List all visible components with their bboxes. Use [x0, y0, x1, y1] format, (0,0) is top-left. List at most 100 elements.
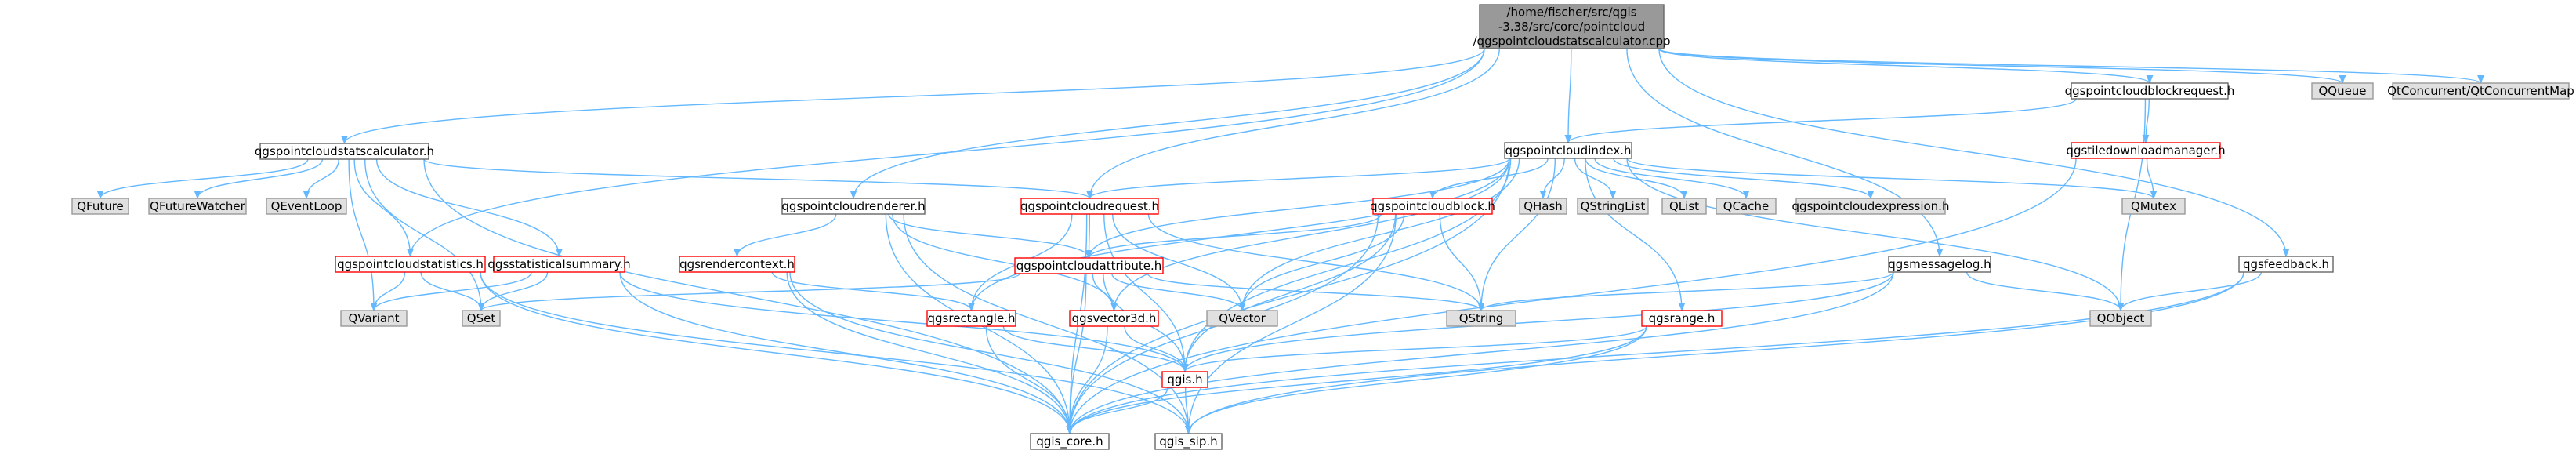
node-qtconcurrent: QtConcurrent/QtConcurrentMap — [2387, 82, 2574, 100]
edge-attribute_h-to-qstring — [1147, 273, 1485, 312]
node-renderer_h[interactable]: qgspointcloudrenderer.h — [781, 198, 926, 215]
node-qeventloop: QEventLoop — [266, 198, 347, 215]
node-feedback_h[interactable]: qgsfeedback.h — [2238, 256, 2334, 273]
node-label: qgis_core.h — [1036, 434, 1103, 449]
node-qgis_h[interactable]: qgis.h — [1161, 371, 1208, 388]
node-range_h[interactable]: qgsrange.h — [1641, 310, 1723, 327]
node-box — [148, 198, 247, 215]
node-box — [2071, 82, 2229, 100]
node-box — [335, 256, 486, 273]
node-box — [1641, 310, 1723, 327]
node-label: QObject — [2097, 311, 2145, 325]
node-box — [71, 198, 129, 215]
node-box — [1014, 257, 1164, 274]
edge-index_h-to-attribute_h — [1085, 158, 1510, 260]
node-root[interactable]: /home/fischer/src/qgis-3.38/src/core/poi… — [1473, 4, 1671, 49]
node-qgis_sip[interactable]: qgis_sip.h — [1154, 433, 1223, 450]
node-index_h[interactable]: qgspointcloudindex.h — [1504, 142, 1632, 159]
edge-blockrequest_h-to-index_h — [1564, 98, 2077, 144]
node-box — [259, 143, 429, 160]
edge-messagelog_h-to-qobject — [1966, 271, 2125, 312]
node-label: QFutureWatcher — [150, 199, 246, 213]
edge-statistics_h-to-qgis_sip — [480, 271, 1192, 435]
edge-range_h-to-qgis_sip — [1185, 325, 1647, 435]
node-vector3d_h[interactable]: qgsvector3d.h — [1069, 310, 1159, 327]
edge-index_h-to-rectangle_h — [968, 158, 1510, 312]
edge-index_h-to-request_h — [1086, 158, 1510, 200]
edge-blockrequest_h-to-tiledownload_h — [2142, 98, 2150, 144]
node-statsummary_h[interactable]: qgsstatisticalsummary.h — [487, 256, 631, 273]
edge-request_h-to-qgis_h — [1103, 213, 1189, 373]
edge-root-to-messagelog_h — [1626, 48, 1944, 258]
node-box — [462, 310, 501, 327]
node-box — [1479, 4, 1665, 49]
node-box — [1372, 198, 1493, 215]
node-block_h[interactable]: qgspointcloudblock.h — [1370, 198, 1495, 215]
node-label: QEventLoop — [271, 199, 342, 213]
node-label: QMutex — [2131, 199, 2176, 213]
node-box — [2121, 198, 2186, 215]
edge-root-to-blockrequest_h — [1658, 48, 2154, 85]
node-blockrequest_h[interactable]: qgspointcloudblockrequest.h — [2065, 82, 2235, 100]
node-box — [1030, 433, 1110, 450]
node-box — [1446, 310, 1516, 327]
node-statscalc_h[interactable]: qgspointcloudstatscalculator.h — [255, 143, 434, 160]
edge-vector3d_h-to-qgis_core — [1066, 325, 1108, 435]
edge-request_h-to-qstring — [1147, 213, 1485, 312]
node-label: QSet — [467, 311, 496, 325]
node-box — [679, 256, 795, 273]
edge-statscalc_h-to-statsummary_h — [375, 158, 563, 258]
node-label: QFuture — [77, 199, 124, 213]
edge-block_h-to-qvector — [1238, 213, 1405, 312]
node-qmutex: QMutex — [2121, 198, 2186, 215]
node-qlist: QList — [1661, 198, 1707, 215]
edge-rendercontext_h-to-rectangle_h — [771, 271, 975, 312]
node-request_h[interactable]: qgspointcloudrequest.h — [1020, 198, 1159, 215]
edge-statscalc_h-to-qvariant — [348, 158, 378, 312]
node-box — [926, 310, 1016, 327]
edge-root-to-request_h — [1086, 48, 1500, 200]
node-label: qgspointcloudrequest.h — [1020, 199, 1159, 213]
node-box — [2071, 142, 2221, 159]
edge-index_h-to-qlist — [1585, 158, 1688, 200]
edge-range_h-to-qgis_h — [1181, 325, 1647, 373]
node-box — [2392, 82, 2570, 100]
node-box — [1661, 198, 1707, 215]
node-box — [2089, 310, 2152, 327]
node-rectangle_h[interactable]: qgsrectangle.h — [926, 310, 1016, 327]
edge-root-to-index_h — [1564, 48, 1572, 144]
edge-feedback_h-to-qobject — [2117, 271, 2263, 312]
node-messagelog_h[interactable]: qgsmessagelog.h — [1888, 256, 1991, 273]
node-qobject: QObject — [2089, 310, 2152, 327]
node-label: qgsfeedback.h — [2243, 257, 2329, 271]
node-qfuture: QFuture — [71, 198, 129, 215]
node-label: /qgspointcloudstatscalculator.cpp — [1473, 35, 1671, 49]
node-label: QtConcurrent/QtConcurrentMap — [2387, 84, 2574, 98]
edge-attribute_h-to-qset — [477, 273, 1020, 312]
node-statistics_h[interactable]: qgspointcloudstatistics.h — [335, 256, 486, 273]
node-rendercontext_h[interactable]: qgsrendercontext.h — [679, 256, 795, 273]
edge-feedback_h-to-qgis_sip — [1185, 271, 2244, 435]
edge-statsummary_h-to-qgis_core — [619, 271, 1074, 435]
edge-attribute_h-to-qgis_core — [1066, 273, 1087, 435]
node-label: qgsrendercontext.h — [679, 257, 795, 271]
node-label: qgspointcloudindex.h — [1505, 143, 1631, 158]
edge-vector3d_h-to-qgis_h — [1124, 325, 1189, 373]
node-box — [1577, 198, 1649, 215]
node-label: qgspointcloudblockrequest.h — [2065, 84, 2235, 98]
node-label: QStringList — [1581, 199, 1646, 213]
edge-index_h-to-qstringlist — [1574, 158, 1617, 200]
node-qgis_core[interactable]: qgis_core.h — [1030, 433, 1110, 450]
edge-statscalc_h-to-statistics_h — [353, 158, 414, 258]
node-tiledownload_h[interactable]: qgstiledownloadmanager.h — [2066, 142, 2226, 159]
node-label: qgstiledownloadmanager.h — [2066, 143, 2225, 158]
node-box — [266, 198, 347, 215]
node-attribute_h[interactable]: qgspointcloudattribute.h — [1014, 257, 1164, 274]
node-box — [1154, 433, 1223, 450]
node-box — [1206, 310, 1278, 327]
node-label: QQueue — [2318, 84, 2366, 98]
edge-index_h-to-qvector — [1238, 158, 1520, 312]
node-box — [1020, 198, 1159, 215]
edge-index_h-to-qgis_h — [1181, 158, 1512, 373]
node-label: qgsrectangle.h — [928, 311, 1016, 325]
